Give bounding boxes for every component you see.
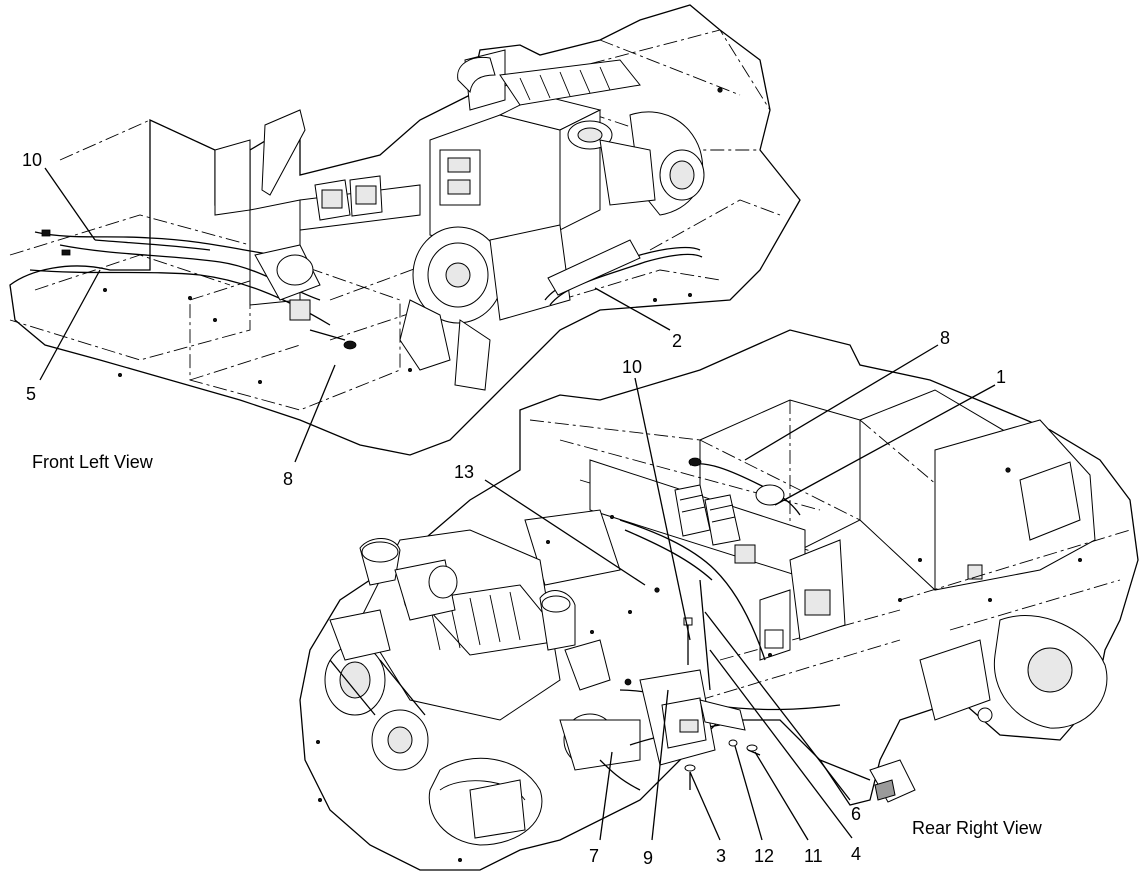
callout-5: 5 xyxy=(26,384,36,404)
callout-9: 9 xyxy=(643,848,653,868)
leader-1 xyxy=(774,384,996,506)
callout-8-rear: 8 xyxy=(940,328,950,348)
callout-2: 2 xyxy=(672,331,682,351)
leader-4 xyxy=(709,649,853,839)
leader-lines xyxy=(39,167,996,841)
callout-13: 13 xyxy=(454,462,474,482)
leader-2 xyxy=(594,287,671,331)
leader-5 xyxy=(39,269,101,381)
rear-right-view-label: Rear Right View xyxy=(912,818,1043,838)
callout-numbers: 10 5 2 8 10 8 1 13 7 9 3 12 11 4 6 xyxy=(22,150,1006,868)
rear-right-view-drawing xyxy=(299,329,1139,871)
callout-3: 3 xyxy=(716,846,726,866)
callout-10-rear: 10 xyxy=(622,357,642,377)
callout-8-front: 8 xyxy=(283,469,293,489)
callout-7: 7 xyxy=(589,846,599,866)
callout-1: 1 xyxy=(996,367,1006,387)
leader-10-front xyxy=(44,167,96,241)
leader-8-rear xyxy=(744,344,939,461)
leader-10-rear xyxy=(634,377,691,641)
leader-12 xyxy=(734,745,763,841)
front-left-view-label: Front Left View xyxy=(32,452,154,472)
callout-6: 6 xyxy=(851,804,861,824)
leader-3 xyxy=(689,771,721,841)
front-left-view-drawing xyxy=(9,4,801,456)
leader-13 xyxy=(484,479,646,586)
leader-11 xyxy=(754,751,809,841)
callout-10-front: 10 xyxy=(22,150,42,170)
callout-4: 4 xyxy=(851,844,861,864)
leader-6 xyxy=(704,611,851,801)
leader-8-front xyxy=(294,364,336,463)
leader-9 xyxy=(651,689,669,841)
callout-11: 11 xyxy=(804,846,823,866)
callout-12: 12 xyxy=(754,846,774,866)
leader-7 xyxy=(599,751,613,841)
